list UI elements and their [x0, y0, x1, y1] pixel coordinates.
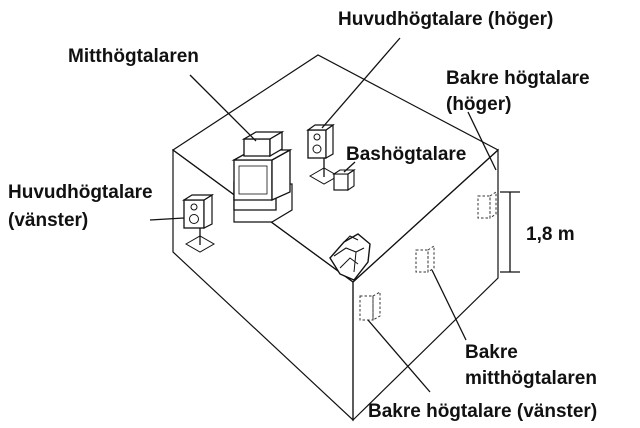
label-rear-center-line1: Bakre: [465, 342, 518, 363]
label-main-left-line2: (vänster): [8, 210, 88, 231]
label-height: 1,8 m: [526, 224, 575, 245]
rear-center-speaker: [415, 245, 435, 273]
main-left-speaker: [181, 193, 216, 253]
label-rear-right-line2: (höger): [446, 94, 511, 115]
tv-with-center-speaker: [231, 130, 293, 223]
height-dimension-marker: [500, 191, 520, 273]
leader-lines: [149, 37, 497, 393]
sofa-listening-position: [329, 233, 371, 281]
label-subwoofer: Bashögtalare: [346, 144, 466, 165]
rear-left-speaker: [359, 291, 381, 321]
label-main-right: Huvudhögtalare (höger): [338, 9, 553, 30]
label-main-left-line1: Huvudhögtalare: [8, 182, 153, 203]
label-rear-left: Bakre högtalare (vänster): [368, 401, 597, 422]
label-rear-right-line1: Bakre högtalare: [446, 68, 590, 89]
label-rear-center-line2: mitthögtalaren: [465, 368, 597, 389]
label-center: Mitthögtalaren: [68, 46, 199, 67]
main-right-speaker: [306, 123, 340, 185]
rear-right-speaker: [477, 191, 497, 219]
subwoofer-speaker: [332, 168, 356, 192]
